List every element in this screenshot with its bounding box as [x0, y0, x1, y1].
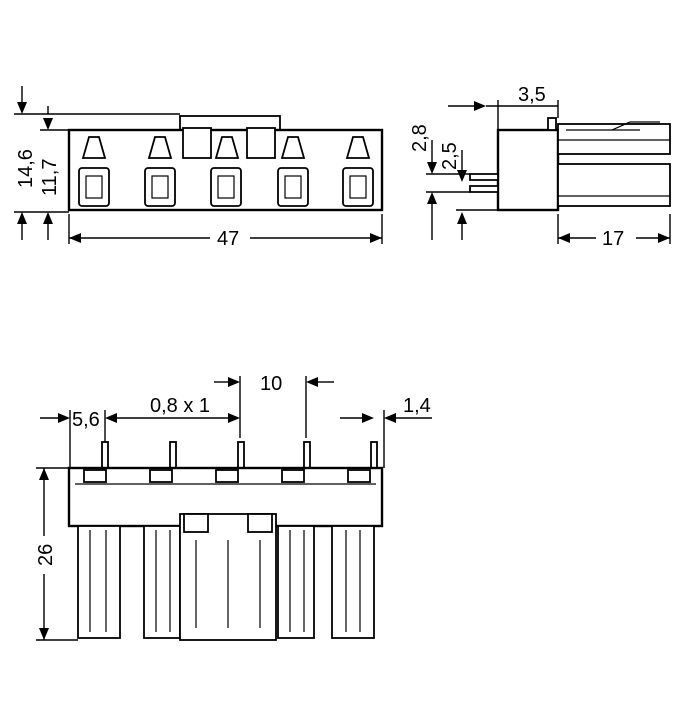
bottom-view-legs — [77, 525, 375, 639]
dim-bottom-height: 26 — [35, 544, 57, 566]
side-view: 3,5 2,8 2,5 17 — [409, 84, 671, 250]
dim-side-depth: 17 — [602, 228, 624, 250]
dim-bottom-offset-right: 1,4 — [403, 395, 431, 417]
bottom-view-slots — [83, 469, 371, 483]
front-view-openings — [78, 167, 374, 207]
dim-front-width: 47 — [217, 228, 239, 250]
front-view: 14,6 11,7 47 — [14, 86, 384, 250]
front-view-triangles — [81, 136, 371, 159]
bottom-view-pins — [101, 441, 378, 469]
dim-front-height-body: 11,7 — [39, 159, 61, 196]
dim-bottom-pitch: 10 — [260, 373, 282, 395]
dim-side-left-lower: 2,5 — [439, 142, 461, 170]
dim-side-left-upper: 2,8 — [409, 124, 431, 152]
dim-bottom-offset-left: 5,6 — [72, 409, 100, 431]
dim-side-top: 3,5 — [518, 84, 546, 106]
dim-front-height-total: 14,6 — [15, 149, 37, 188]
dim-bottom-pin: 0,8 x 1 — [150, 395, 210, 417]
bottom-view: 10 5,6 0,8 x 1 1,4 26 — [35, 373, 432, 641]
